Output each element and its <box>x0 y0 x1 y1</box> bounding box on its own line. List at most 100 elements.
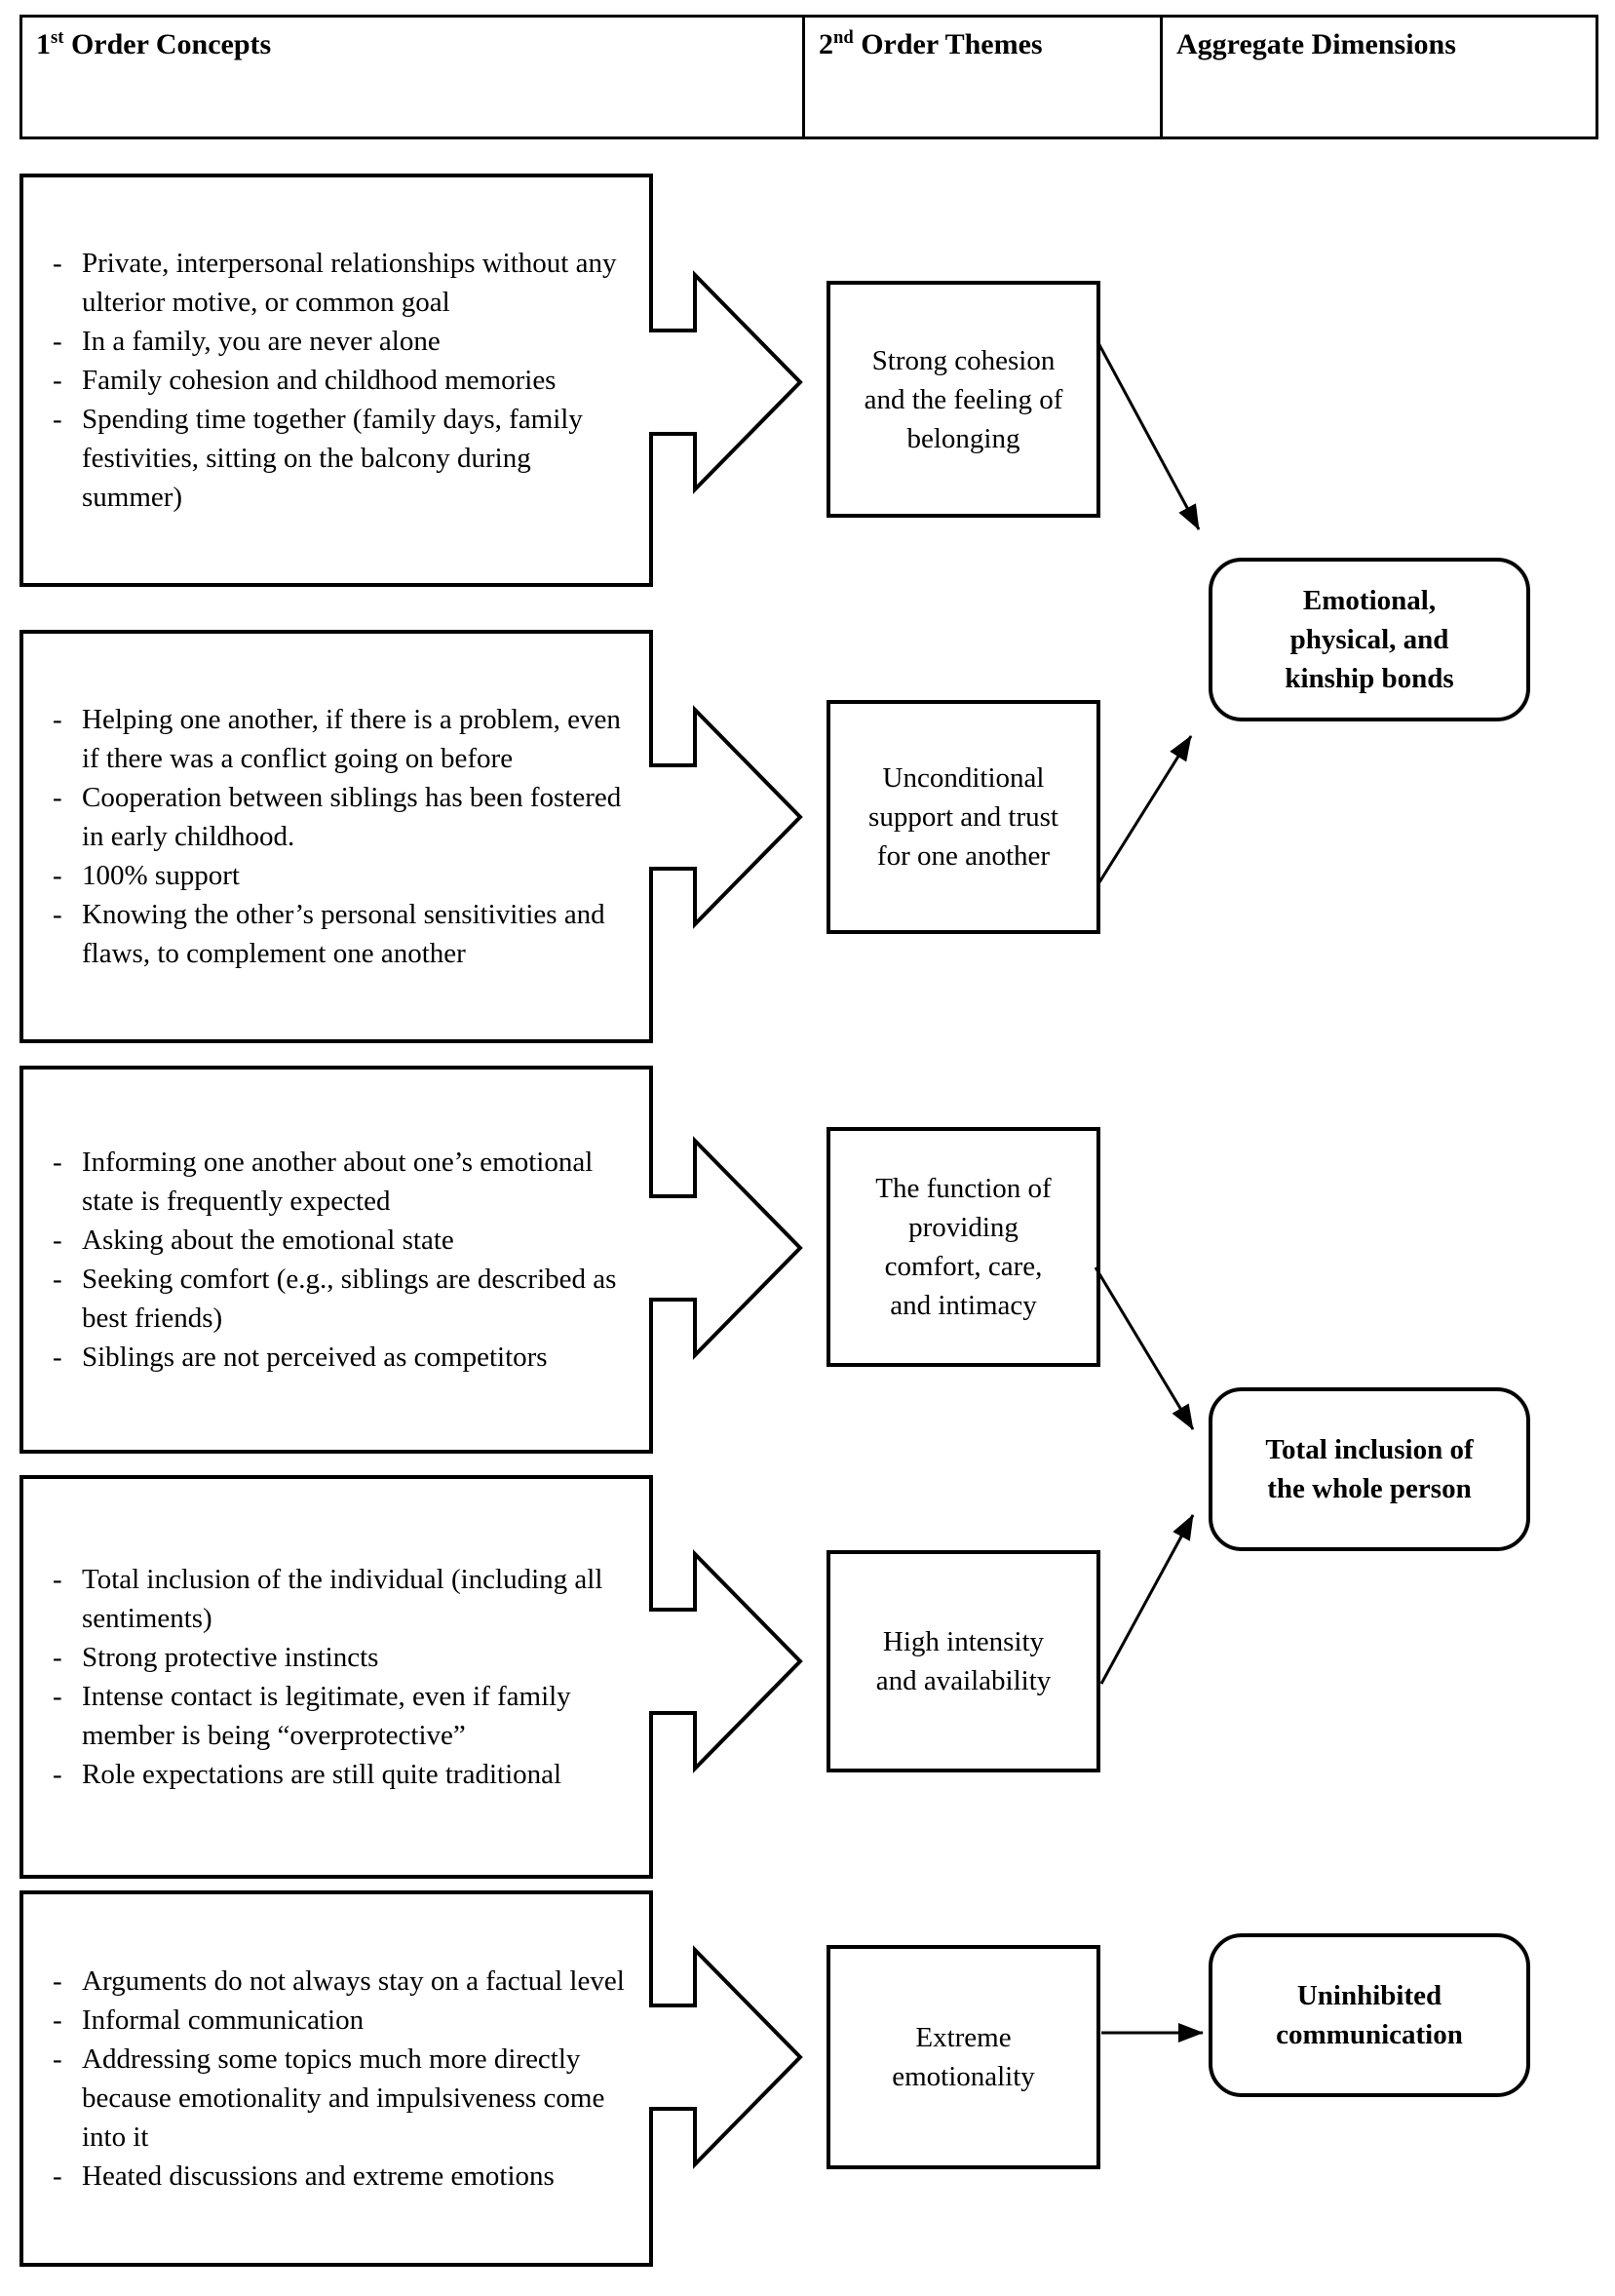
bullet-dash: - <box>53 1965 62 1997</box>
bullet-dash: - <box>53 1225 62 1256</box>
concept-text: Helping one another, if there is a probl… <box>82 704 621 774</box>
connector-arrow-theme4-agg2 <box>1099 1514 1195 1685</box>
header-cell-second-order-themes: 2nd Order Themes <box>802 18 1160 136</box>
concept-text: Strong protective instincts <box>82 1642 379 1673</box>
list-item: -100% support <box>53 856 626 895</box>
concept-box-1: -Private, interpersonal relationships wi… <box>19 174 653 587</box>
theme-box-1: Strong cohesion and the feeling of belon… <box>827 281 1100 518</box>
concept-box-2: -Helping one another, if there is a prob… <box>19 630 653 1043</box>
theme-label: Strong cohesion and the feeling of belon… <box>864 344 1063 454</box>
concept-text: Arguments do not always stay on a factua… <box>82 1965 625 1997</box>
concept-text: Total inclusion of the individual (inclu… <box>82 1564 603 1634</box>
list-item: -Arguments do not always stay on a factu… <box>53 1962 626 2001</box>
bullet-dash: - <box>53 704 62 735</box>
bullet-dash: - <box>53 1564 62 1595</box>
bullet-dash: - <box>53 899 62 930</box>
aggregate-box-1: Emotional, physical, and kinship bonds <box>1209 558 1530 721</box>
theme-label: The function of providing comfort, care,… <box>875 1173 1052 1321</box>
list-item: -Asking about the emotional state <box>53 1221 626 1260</box>
bullet-dash: - <box>53 365 62 396</box>
block-arrow-1 <box>649 270 803 494</box>
bullet-dash: - <box>53 404 62 435</box>
concept-text: Heated discussions and extreme emotions <box>82 2160 555 2192</box>
list-item: -Total inclusion of the individual (incl… <box>53 1560 626 1638</box>
bullet-dash: - <box>53 1147 62 1178</box>
aggregate-label: Uninhibited communication <box>1276 1980 1463 2050</box>
bullet-dash: - <box>53 1342 62 1373</box>
block-arrow-3 <box>649 1136 803 1360</box>
connector-arrow-theme2-agg1 <box>1097 735 1193 883</box>
aggregate-label: Emotional, physical, and kinship bonds <box>1285 585 1454 694</box>
concept-text: Informal communication <box>82 2004 365 2036</box>
list-item: -Private, interpersonal relationships wi… <box>53 244 626 322</box>
concept-text: Asking about the emotional state <box>82 1225 454 1256</box>
concept-text: Seeking comfort (e.g., siblings are desc… <box>82 1264 617 1334</box>
list-item: -In a family, you are never alone <box>53 322 626 361</box>
concept-text: Spending time together (family days, fam… <box>82 404 583 513</box>
aggregate-box-2: Total inclusion of the whole person <box>1209 1387 1530 1551</box>
header-col3-text: Aggregate Dimensions <box>1176 28 1456 60</box>
bullet-dash: - <box>53 2160 62 2192</box>
block-arrow-5 <box>649 1945 803 2169</box>
aggregate-box-3: Uninhibited communication <box>1209 1933 1530 2097</box>
bullet-dash: - <box>53 1642 62 1673</box>
header-col2-text: Order Themes <box>853 28 1043 60</box>
connector-arrow-theme1-agg1 <box>1096 340 1201 530</box>
bullet-dash: - <box>53 326 62 357</box>
list-item: -Seeking comfort (e.g., siblings are des… <box>53 1260 626 1338</box>
concept-box-5: -Arguments do not always stay on a factu… <box>19 1890 653 2267</box>
concept-text: Siblings are not perceived as competitor… <box>82 1342 548 1373</box>
list-item: -Informal communication <box>53 2001 626 2040</box>
bullet-dash: - <box>53 248 62 279</box>
block-arrow-2 <box>649 705 803 929</box>
list-item: -Helping one another, if there is a prob… <box>53 700 626 778</box>
list-item: -Knowing the other’s personal sensitivit… <box>53 895 626 973</box>
bullet-dash: - <box>53 782 62 813</box>
bullet-dash: - <box>53 1264 62 1295</box>
list-item: -Siblings are not perceived as competito… <box>53 1338 626 1377</box>
theme-box-2: Unconditional support and trust for one … <box>827 700 1100 934</box>
theme-label: Unconditional support and trust for one … <box>868 762 1058 872</box>
concept-box-4: -Total inclusion of the individual (incl… <box>19 1475 653 1879</box>
list-item: -Role expectations are still quite tradi… <box>53 1755 626 1794</box>
concept-text: Addressing some topics much more directl… <box>82 2043 605 2153</box>
bullet-dash: - <box>53 2004 62 2036</box>
bullet-dash: - <box>53 2043 62 2075</box>
header-cell-aggregate-dimensions: Aggregate Dimensions <box>1160 18 1596 136</box>
theme-box-3: The function of providing comfort, care,… <box>827 1127 1100 1367</box>
concept-text: Private, interpersonal relationships wit… <box>82 248 617 318</box>
header-col2-number: 2 <box>819 28 833 60</box>
concept-text: Informing one another about one’s emotio… <box>82 1147 594 1217</box>
list-item: -Addressing some topics much more direct… <box>53 2040 626 2157</box>
bullet-dash: - <box>53 860 62 891</box>
bullet-dash: - <box>53 1681 62 1712</box>
list-item: -Intense contact is legitimate, even if … <box>53 1677 626 1755</box>
list-item: -Informing one another about one’s emoti… <box>53 1143 626 1221</box>
theme-label: High intensity and availability <box>875 1626 1052 1696</box>
header-col2-ordinal: nd <box>833 27 854 48</box>
header-cell-first-order-concepts: 1st Order Concepts <box>22 18 802 136</box>
concept-text: Intense contact is legitimate, even if f… <box>82 1681 571 1751</box>
header-col1-ordinal: st <box>51 27 64 48</box>
concept-text: Family cohesion and childhood memories <box>82 365 557 396</box>
concept-text: 100% support <box>82 860 240 891</box>
list-item: -Spending time together (family days, fa… <box>53 400 626 517</box>
theme-label: Extreme emotionality <box>892 2022 1035 2092</box>
block-arrow-4 <box>649 1549 803 1773</box>
list-item: -Family cohesion and childhood memories <box>53 361 626 400</box>
header-col1-number: 1 <box>36 28 51 60</box>
theme-box-4: High intensity and availability <box>827 1550 1100 1772</box>
concept-text: Knowing the other’s personal sensitiviti… <box>82 899 605 969</box>
bullet-dash: - <box>53 1759 62 1790</box>
theme-box-5: Extreme emotionality <box>827 1945 1100 2169</box>
list-item: -Heated discussions and extreme emotions <box>53 2157 626 2196</box>
header-row: 1st Order Concepts 2nd Order Themes Aggr… <box>19 15 1598 139</box>
concept-text: Cooperation between siblings has been fo… <box>82 782 622 852</box>
aggregate-label: Total inclusion of the whole person <box>1265 1434 1474 1504</box>
connector-arrow-theme3-agg2 <box>1094 1266 1195 1430</box>
concept-text: Role expectations are still quite tradit… <box>82 1759 562 1790</box>
list-item: -Cooperation between siblings has been f… <box>53 778 626 856</box>
concept-text: In a family, you are never alone <box>82 326 441 357</box>
header-col1-text: Order Concepts <box>63 28 272 60</box>
